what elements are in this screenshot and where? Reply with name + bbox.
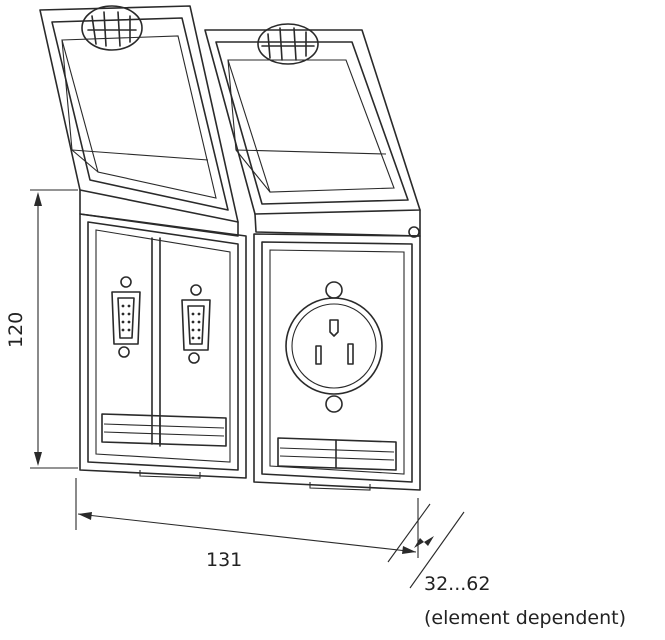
depth-dimension: 32...62 (element dependent) (387, 503, 626, 629)
dsub-connector-left (111, 276, 141, 358)
height-dimension: 120 (5, 189, 78, 469)
power-socket (285, 281, 383, 413)
right-lid (204, 23, 421, 238)
left-lid-hinge-knob (81, 5, 143, 51)
right-hinge-pin (408, 226, 420, 238)
width-dimension: 131 (75, 478, 419, 571)
depth-dimension-label: 32...62 (424, 573, 490, 595)
dsub-connector-right (181, 284, 211, 364)
right-body (253, 233, 421, 491)
width-dimension-label: 131 (206, 549, 242, 571)
depth-dimension-note: (element dependent) (424, 607, 626, 629)
right-lid-hinge-knob (257, 23, 319, 65)
height-dimension-label: 120 (5, 312, 27, 348)
left-body (79, 213, 247, 479)
